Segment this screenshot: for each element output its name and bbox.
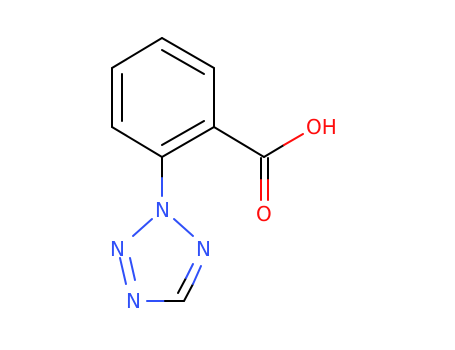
c-oh-bond-carbon [263,144,285,158]
tetrazole-ring [119,218,202,302]
c5-n1-bond-outer-carbon [183,283,194,302]
n2-n1-bond [173,218,194,237]
benzene-ring [111,37,215,158]
ring-bond-4 [111,126,163,158]
hydroxyl-label: OH [306,115,337,139]
ring-bond-1 [161,37,215,69]
c5-n1-bond-outer-nitrogen [192,265,202,285]
carboxyl-group [213,126,304,201]
c5-n1-bond-inner-nitrogen [185,263,194,279]
c-oh-bond-oxygen [283,133,304,146]
n2-n3-bond [132,218,153,237]
ring-bond-3 [161,126,215,158]
tetrazole-n2-label: N [155,198,170,222]
ring-to-carboxyl-bond [213,126,265,158]
tetrazole-n3-label: N [110,237,125,261]
n3-n4-bond-inner [129,257,136,281]
n3-n4-bond-outer [119,257,127,285]
carbonyl-oxygen-label: O [256,202,272,226]
ring-inner-bond-2 [161,120,205,146]
ring-bond-6 [111,37,163,69]
tetrazole-n1-label: N [196,237,211,261]
c5-n1-bond-inner-carbon [177,277,187,294]
tetrazole-n4-label: N [126,289,141,313]
ring-inner-bond-1 [161,49,205,75]
